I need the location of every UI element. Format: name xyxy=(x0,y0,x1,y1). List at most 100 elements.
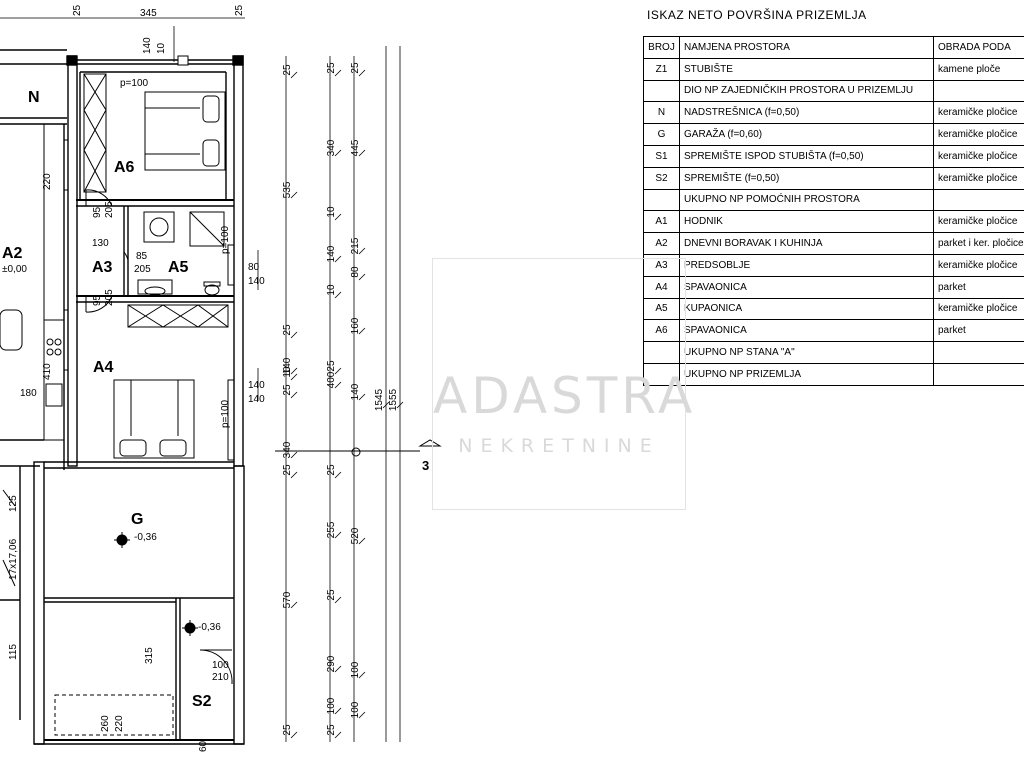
dim-85: 85 xyxy=(136,251,148,262)
dim-345: 345 xyxy=(140,8,157,19)
dimension-tick xyxy=(334,731,342,739)
dimension-label: 25 xyxy=(326,464,337,476)
dim-17x17: 17x17,06 xyxy=(8,538,19,580)
dimension-label: 25 xyxy=(282,324,293,336)
dimension-tick xyxy=(334,255,342,263)
room-a3-label: A3 xyxy=(92,259,113,276)
dimension-label: 215 xyxy=(350,237,361,254)
cell-obrada xyxy=(933,79,1024,103)
dimension-tick xyxy=(358,149,366,157)
dimension-tick xyxy=(334,596,342,604)
room-g-label: G xyxy=(131,511,143,528)
dimension-tick xyxy=(334,531,342,539)
cell-broj xyxy=(643,362,680,386)
cell-broj xyxy=(643,188,680,212)
dimension-label: 140 xyxy=(282,357,293,374)
table-header-row: BROJ NAMJENA PROSTORA OBRADA PODA xyxy=(643,36,1024,59)
cell-namjena: DIO NP ZAJEDNIČKIH PROSTORA U PRIZEMLJU xyxy=(679,79,934,103)
dimension-tick xyxy=(290,391,298,399)
cell-obrada: keramičke pločice xyxy=(933,101,1024,125)
cell-namjena: SPAVAONICA xyxy=(679,319,934,343)
dimension-tick xyxy=(358,671,366,679)
header-obrada: OBRADA PODA xyxy=(933,36,1024,59)
cell-namjena: SPAVAONICA xyxy=(679,275,934,299)
dimension-tick xyxy=(334,291,342,299)
dimension-tick xyxy=(290,601,298,609)
dimension-label: 25 xyxy=(350,62,361,74)
dim-60: 60 xyxy=(198,740,209,752)
dimension-tick xyxy=(290,71,298,79)
dimension-lines xyxy=(0,17,401,742)
dimension-tick xyxy=(382,401,390,409)
dimension-tick xyxy=(358,711,366,719)
dimension-tick xyxy=(334,149,342,157)
cell-namjena: UKUPNO NP PRIZEMLJA xyxy=(679,362,934,386)
bathroom-fixtures xyxy=(137,211,225,296)
dimension-label: 25 xyxy=(282,464,293,476)
cell-broj: G xyxy=(643,123,680,146)
cell-broj: Z1 xyxy=(643,57,680,81)
cell-obrada xyxy=(933,362,1024,386)
room-a4-label: A4 xyxy=(93,359,114,376)
cell-obrada: parket xyxy=(933,319,1024,343)
dim-315: 315 xyxy=(144,647,155,664)
dimension-label: 25 xyxy=(326,589,337,601)
dimension-label: 25 xyxy=(282,724,293,736)
wardrobes xyxy=(83,73,229,328)
dim-130: 130 xyxy=(92,238,109,249)
dimension-tick xyxy=(358,69,366,77)
dimension-label: 80 xyxy=(350,266,361,278)
dimension-label: 400 xyxy=(326,371,337,388)
dimension-tick xyxy=(358,247,366,255)
dimension-label: 535 xyxy=(282,181,293,198)
dim-80-right: 80 xyxy=(248,262,260,273)
dimension-label: 1545 xyxy=(374,388,385,411)
dimension-tick xyxy=(290,373,298,381)
walls xyxy=(0,49,245,745)
dimension-tick xyxy=(334,381,342,389)
dimension-tick xyxy=(358,393,366,401)
dimension-tick xyxy=(290,331,298,339)
dimension-tick xyxy=(290,191,298,199)
dimension-tick xyxy=(334,707,342,715)
room-a6-label: A6 xyxy=(114,159,135,176)
dimension-label: 255 xyxy=(326,521,337,538)
cell-broj: A2 xyxy=(643,232,680,255)
room-s2-label: S2 xyxy=(192,693,212,710)
cell-broj: S2 xyxy=(643,166,680,190)
cell-broj: A1 xyxy=(643,210,680,234)
level-s2: -0,36 xyxy=(198,622,221,633)
dimension-label: 25 xyxy=(282,384,293,396)
dimension-tick xyxy=(334,213,342,221)
dimension-tick xyxy=(290,367,298,375)
cell-obrada: keramičke pločice xyxy=(933,166,1024,190)
dim-140-right-3: 140 xyxy=(248,394,265,405)
cell-namjena: SPREMIŠTE (f=0,50) xyxy=(679,166,934,190)
header-broj: BROJ xyxy=(643,36,680,59)
header-namjena: NAMJENA PROSTORA xyxy=(679,36,934,59)
cell-obrada: keramičke pločice xyxy=(933,297,1024,321)
dimension-label: 25 xyxy=(282,64,293,76)
dimension-tick xyxy=(334,367,342,375)
windows xyxy=(63,55,235,461)
dimension-tick xyxy=(358,327,366,335)
dimension-tick xyxy=(334,665,342,673)
dimension-label: 445 xyxy=(350,139,361,156)
dimension-tick xyxy=(396,401,404,409)
dimension-tick xyxy=(358,273,366,281)
dimension-label: 10 xyxy=(326,206,337,218)
dim-25-top-left: 25 xyxy=(72,4,83,16)
dimension-tick xyxy=(358,537,366,545)
dimension-label: 160 xyxy=(350,317,361,334)
dim-205b: 205 xyxy=(134,264,151,275)
cell-namjena: PREDSOBLJE xyxy=(679,253,934,277)
dimension-label: 100 xyxy=(350,701,361,718)
cell-broj xyxy=(643,79,680,103)
